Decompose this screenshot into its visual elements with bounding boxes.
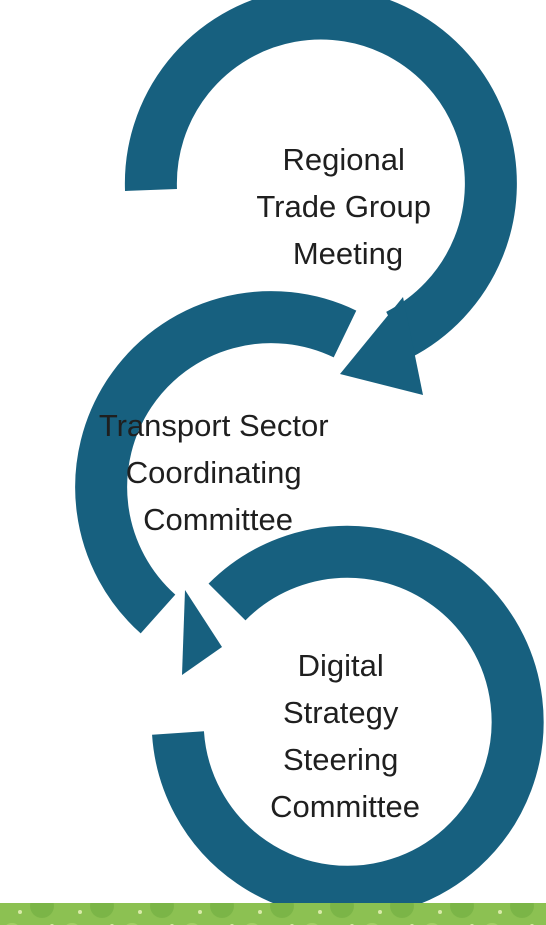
decorative-bottom-band: [0, 903, 546, 925]
node-label-regional-trade-group-meeting: Regional Trade Group Meeting: [256, 142, 439, 271]
node-2-line-3: Committee: [143, 502, 293, 537]
arc-3-body: [152, 525, 544, 918]
node-3-line-1: Digital: [298, 648, 384, 683]
arc-2-arrowhead: [182, 590, 222, 675]
node-1-line-2: Trade Group: [256, 189, 431, 224]
node-1-line-1: Regional: [283, 142, 405, 177]
node-1-line-3: Meeting: [293, 236, 403, 271]
arc-2-body: [75, 291, 357, 634]
arc-arrow-1: [124, 0, 517, 395]
node-3-line-4: Committee: [270, 789, 420, 824]
node-2-line-1: Transport Sector: [99, 408, 329, 443]
node-label-digital-strategy-steering-committee: Digital Strategy Steering Committee: [270, 648, 420, 824]
node-3-line-3: Steering: [283, 742, 398, 777]
node-3-line-2: Strategy: [283, 695, 399, 730]
arc-arrow-3: [152, 525, 544, 918]
arc-1-body: [124, 0, 517, 359]
node-2-line-2: Coordinating: [126, 455, 302, 490]
node-label-transport-sector-coordinating-committee: Transport Sector Coordinating Committee: [99, 408, 337, 537]
arc-arrow-2: [75, 291, 357, 675]
arc-1-arrowhead: [340, 297, 423, 395]
